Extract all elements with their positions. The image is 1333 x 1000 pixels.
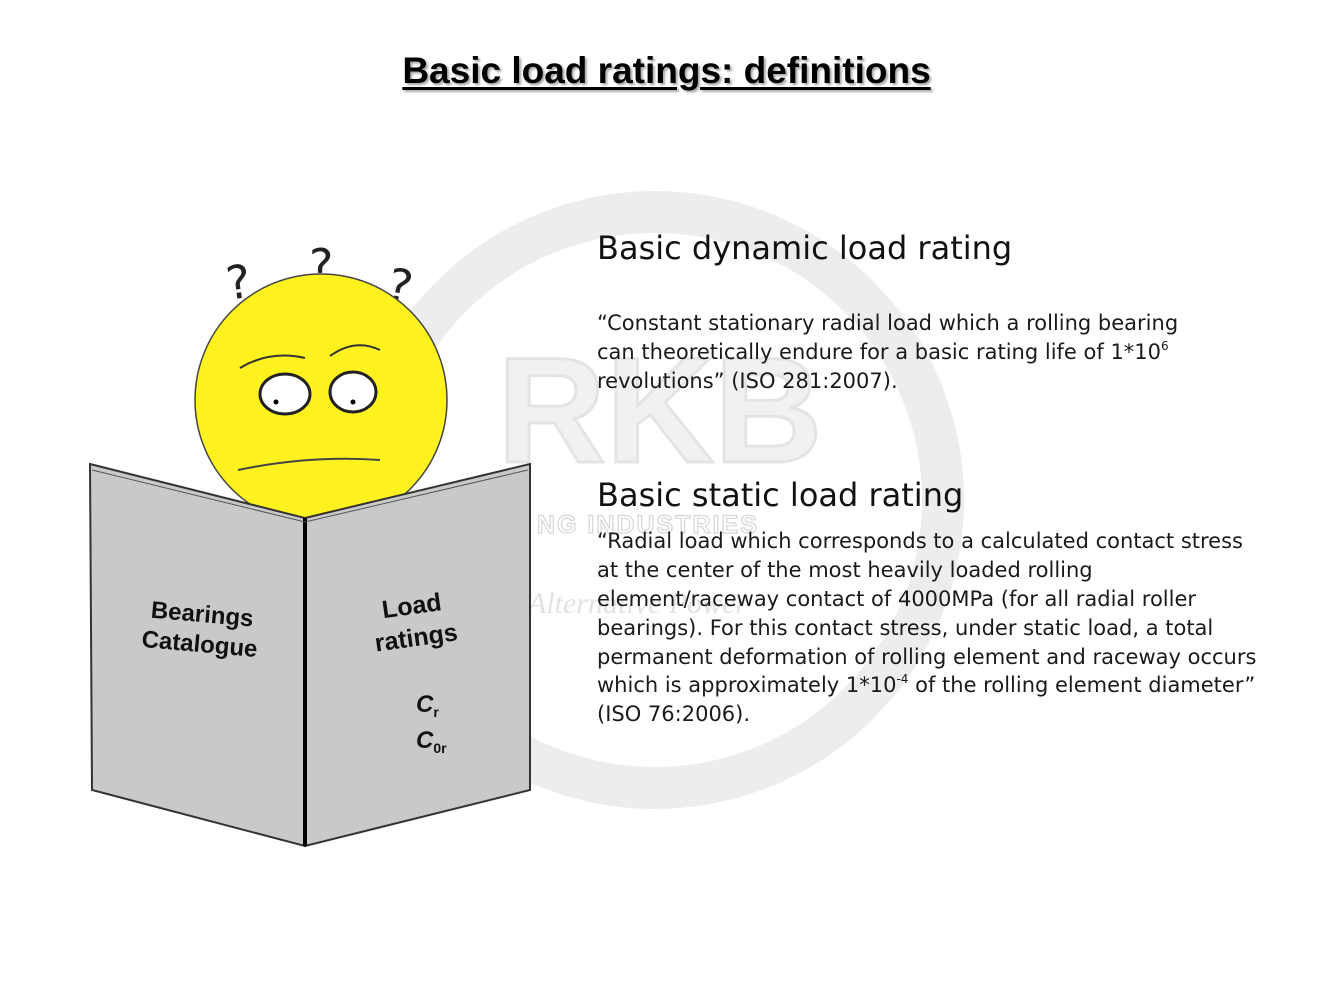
dynamic-heading: Basic dynamic load rating — [597, 229, 1013, 267]
smiley-face — [194, 273, 448, 527]
book-right-page — [304, 462, 531, 848]
symbol-cr: Cr — [416, 691, 439, 720]
static-heading: Basic static load rating — [597, 476, 964, 515]
right-eye — [328, 370, 378, 414]
symbol-c0r: C0r — [416, 727, 447, 756]
catalogue-book — [88, 462, 531, 848]
dynamic-definition: “Constant stationary radial load which a… — [597, 311, 1179, 393]
static-definition: “Radial load which corresponds to a calc… — [597, 529, 1257, 727]
page-title: Basic load ratings: definitions — [402, 50, 931, 91]
mouth — [237, 457, 381, 471]
watermark-tagline: Alternative Power — [526, 587, 747, 620]
watermark-company: NG INDUSTRIES — [537, 511, 759, 539]
watermark-letters: RKB — [498, 326, 823, 494]
left-eye — [258, 372, 312, 416]
right-eyebrow — [329, 344, 381, 357]
definitions-content: Basic dynamic load rating “Constant stat… — [597, 226, 1277, 729]
left-eyebrow — [239, 354, 306, 369]
